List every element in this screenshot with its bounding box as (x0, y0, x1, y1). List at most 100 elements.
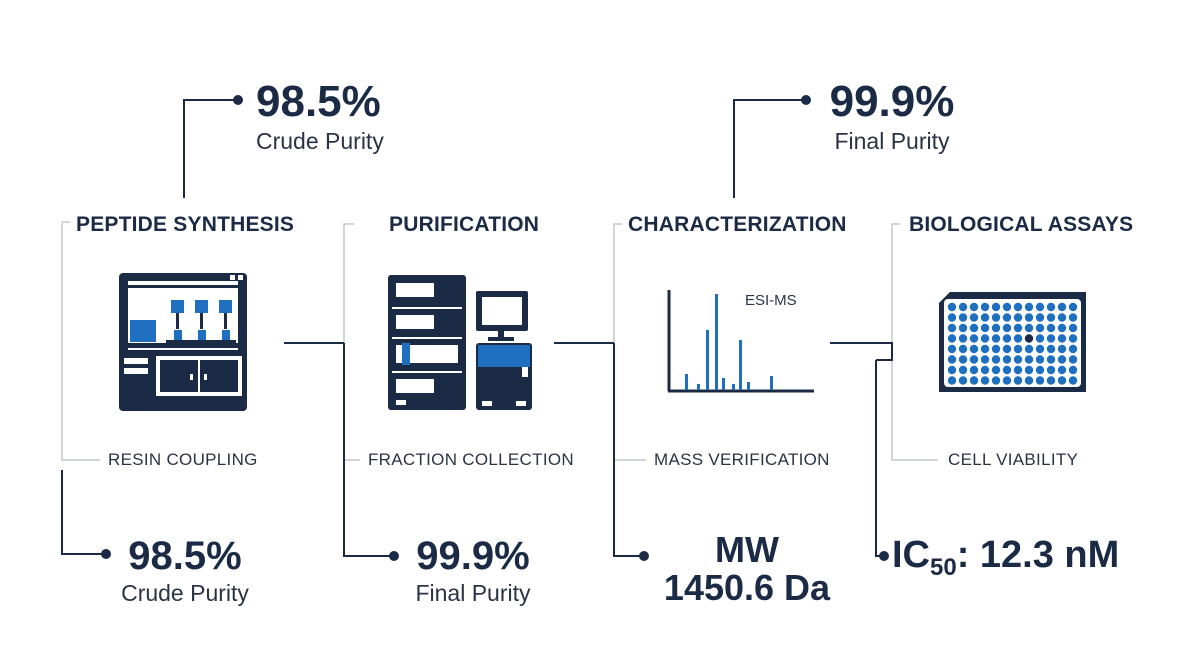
well (1002, 302, 1012, 312)
well (1057, 376, 1067, 385)
well (1057, 344, 1067, 354)
well (1068, 334, 1078, 343)
bracket-1 (61, 222, 100, 461)
well (1057, 323, 1067, 333)
connector-dot-top-2 (801, 95, 811, 105)
step-3-sub: MASS VERIFICATION (654, 450, 830, 469)
well (1057, 365, 1067, 375)
well (958, 302, 968, 312)
well (991, 344, 1001, 354)
well (991, 313, 1001, 322)
bottom-metric-4-subscript: 50 (930, 554, 957, 581)
well (1068, 302, 1078, 312)
well (947, 323, 957, 333)
well (1002, 365, 1012, 375)
well (1013, 355, 1023, 364)
well (947, 313, 957, 322)
well (1024, 323, 1034, 333)
well (1002, 355, 1012, 364)
well (1057, 334, 1067, 343)
well (1013, 313, 1023, 322)
top-metric-1: 98.5% Crude Purity (256, 80, 384, 153)
well (947, 302, 957, 312)
connector-top-1 (183, 99, 238, 198)
well (1046, 323, 1056, 333)
well (991, 376, 1001, 385)
step-1-sub: RESIN COUPLING (108, 450, 258, 469)
well (980, 376, 990, 385)
well (980, 334, 990, 343)
bottom-metric-2: 99.9% Final Purity (398, 536, 548, 605)
peptide-synthesizer-icon (119, 273, 247, 411)
well (991, 334, 1001, 343)
well (1035, 323, 1045, 333)
connector-bottom-1 (61, 470, 104, 555)
step-4-sub: CELL VIABILITY (948, 450, 1079, 469)
well (958, 365, 968, 375)
well (969, 355, 979, 364)
step-3-title: CHARACTERIZATION (628, 213, 847, 236)
bracket-2 (343, 223, 360, 461)
spectrum-label: ESI-MS (745, 292, 797, 309)
well (969, 323, 979, 333)
well (958, 313, 968, 322)
well (1068, 355, 1078, 364)
top-metric-1-value: 98.5% (256, 77, 381, 126)
connector-top-2 (733, 99, 806, 198)
bottom-metric-4-prefix: IC (892, 534, 930, 576)
well (947, 344, 957, 354)
well (1013, 334, 1023, 343)
well (980, 313, 990, 322)
bottom-metric-2-value: 99.9% (416, 534, 530, 578)
well (1035, 313, 1045, 322)
well (1002, 334, 1012, 343)
well (1024, 376, 1034, 385)
well (1024, 313, 1034, 322)
connector-bottom-2 (343, 343, 392, 557)
well (1013, 323, 1023, 333)
well (1068, 376, 1078, 385)
step-4-title: BIOLOGICAL ASSAYS (909, 213, 1134, 236)
top-metric-1-label: Crude Purity (256, 128, 384, 154)
well (947, 365, 957, 375)
connector-bottom-4 (875, 360, 882, 557)
well (1046, 313, 1056, 322)
well (969, 344, 979, 354)
bottom-metric-1-label: Crude Purity (121, 580, 249, 606)
bottom-metric-3-line2: 1450.6 Da (663, 567, 831, 608)
well (1046, 365, 1056, 375)
well (1068, 365, 1078, 375)
well (1013, 376, 1023, 385)
well (980, 323, 990, 333)
well (1057, 355, 1067, 364)
hplc-system-icon (388, 275, 532, 410)
step-1-title: PEPTIDE SYNTHESIS (76, 213, 295, 236)
well (1024, 302, 1034, 312)
well (1024, 365, 1034, 375)
well (1024, 334, 1034, 343)
well (991, 323, 1001, 333)
well (1013, 302, 1023, 312)
well (1024, 344, 1034, 354)
mass-spectrum-icon (667, 290, 814, 393)
well (980, 302, 990, 312)
well (980, 365, 990, 375)
well (969, 334, 979, 343)
bottom-metric-3-line1: MW (715, 529, 779, 570)
well (958, 376, 968, 385)
well (947, 355, 957, 364)
well (1013, 365, 1023, 375)
bracket-4 (891, 223, 938, 461)
bracket-3 (613, 223, 646, 461)
bottom-metric-1-value: 98.5% (128, 534, 242, 578)
well (1046, 344, 1056, 354)
top-metric-2-value: 99.9% (829, 77, 955, 126)
well (1035, 344, 1045, 354)
well (958, 344, 968, 354)
well (947, 376, 957, 385)
well (969, 302, 979, 312)
well (1002, 323, 1012, 333)
bottom-metric-1: 98.5% Crude Purity (110, 536, 260, 605)
well (947, 334, 957, 343)
